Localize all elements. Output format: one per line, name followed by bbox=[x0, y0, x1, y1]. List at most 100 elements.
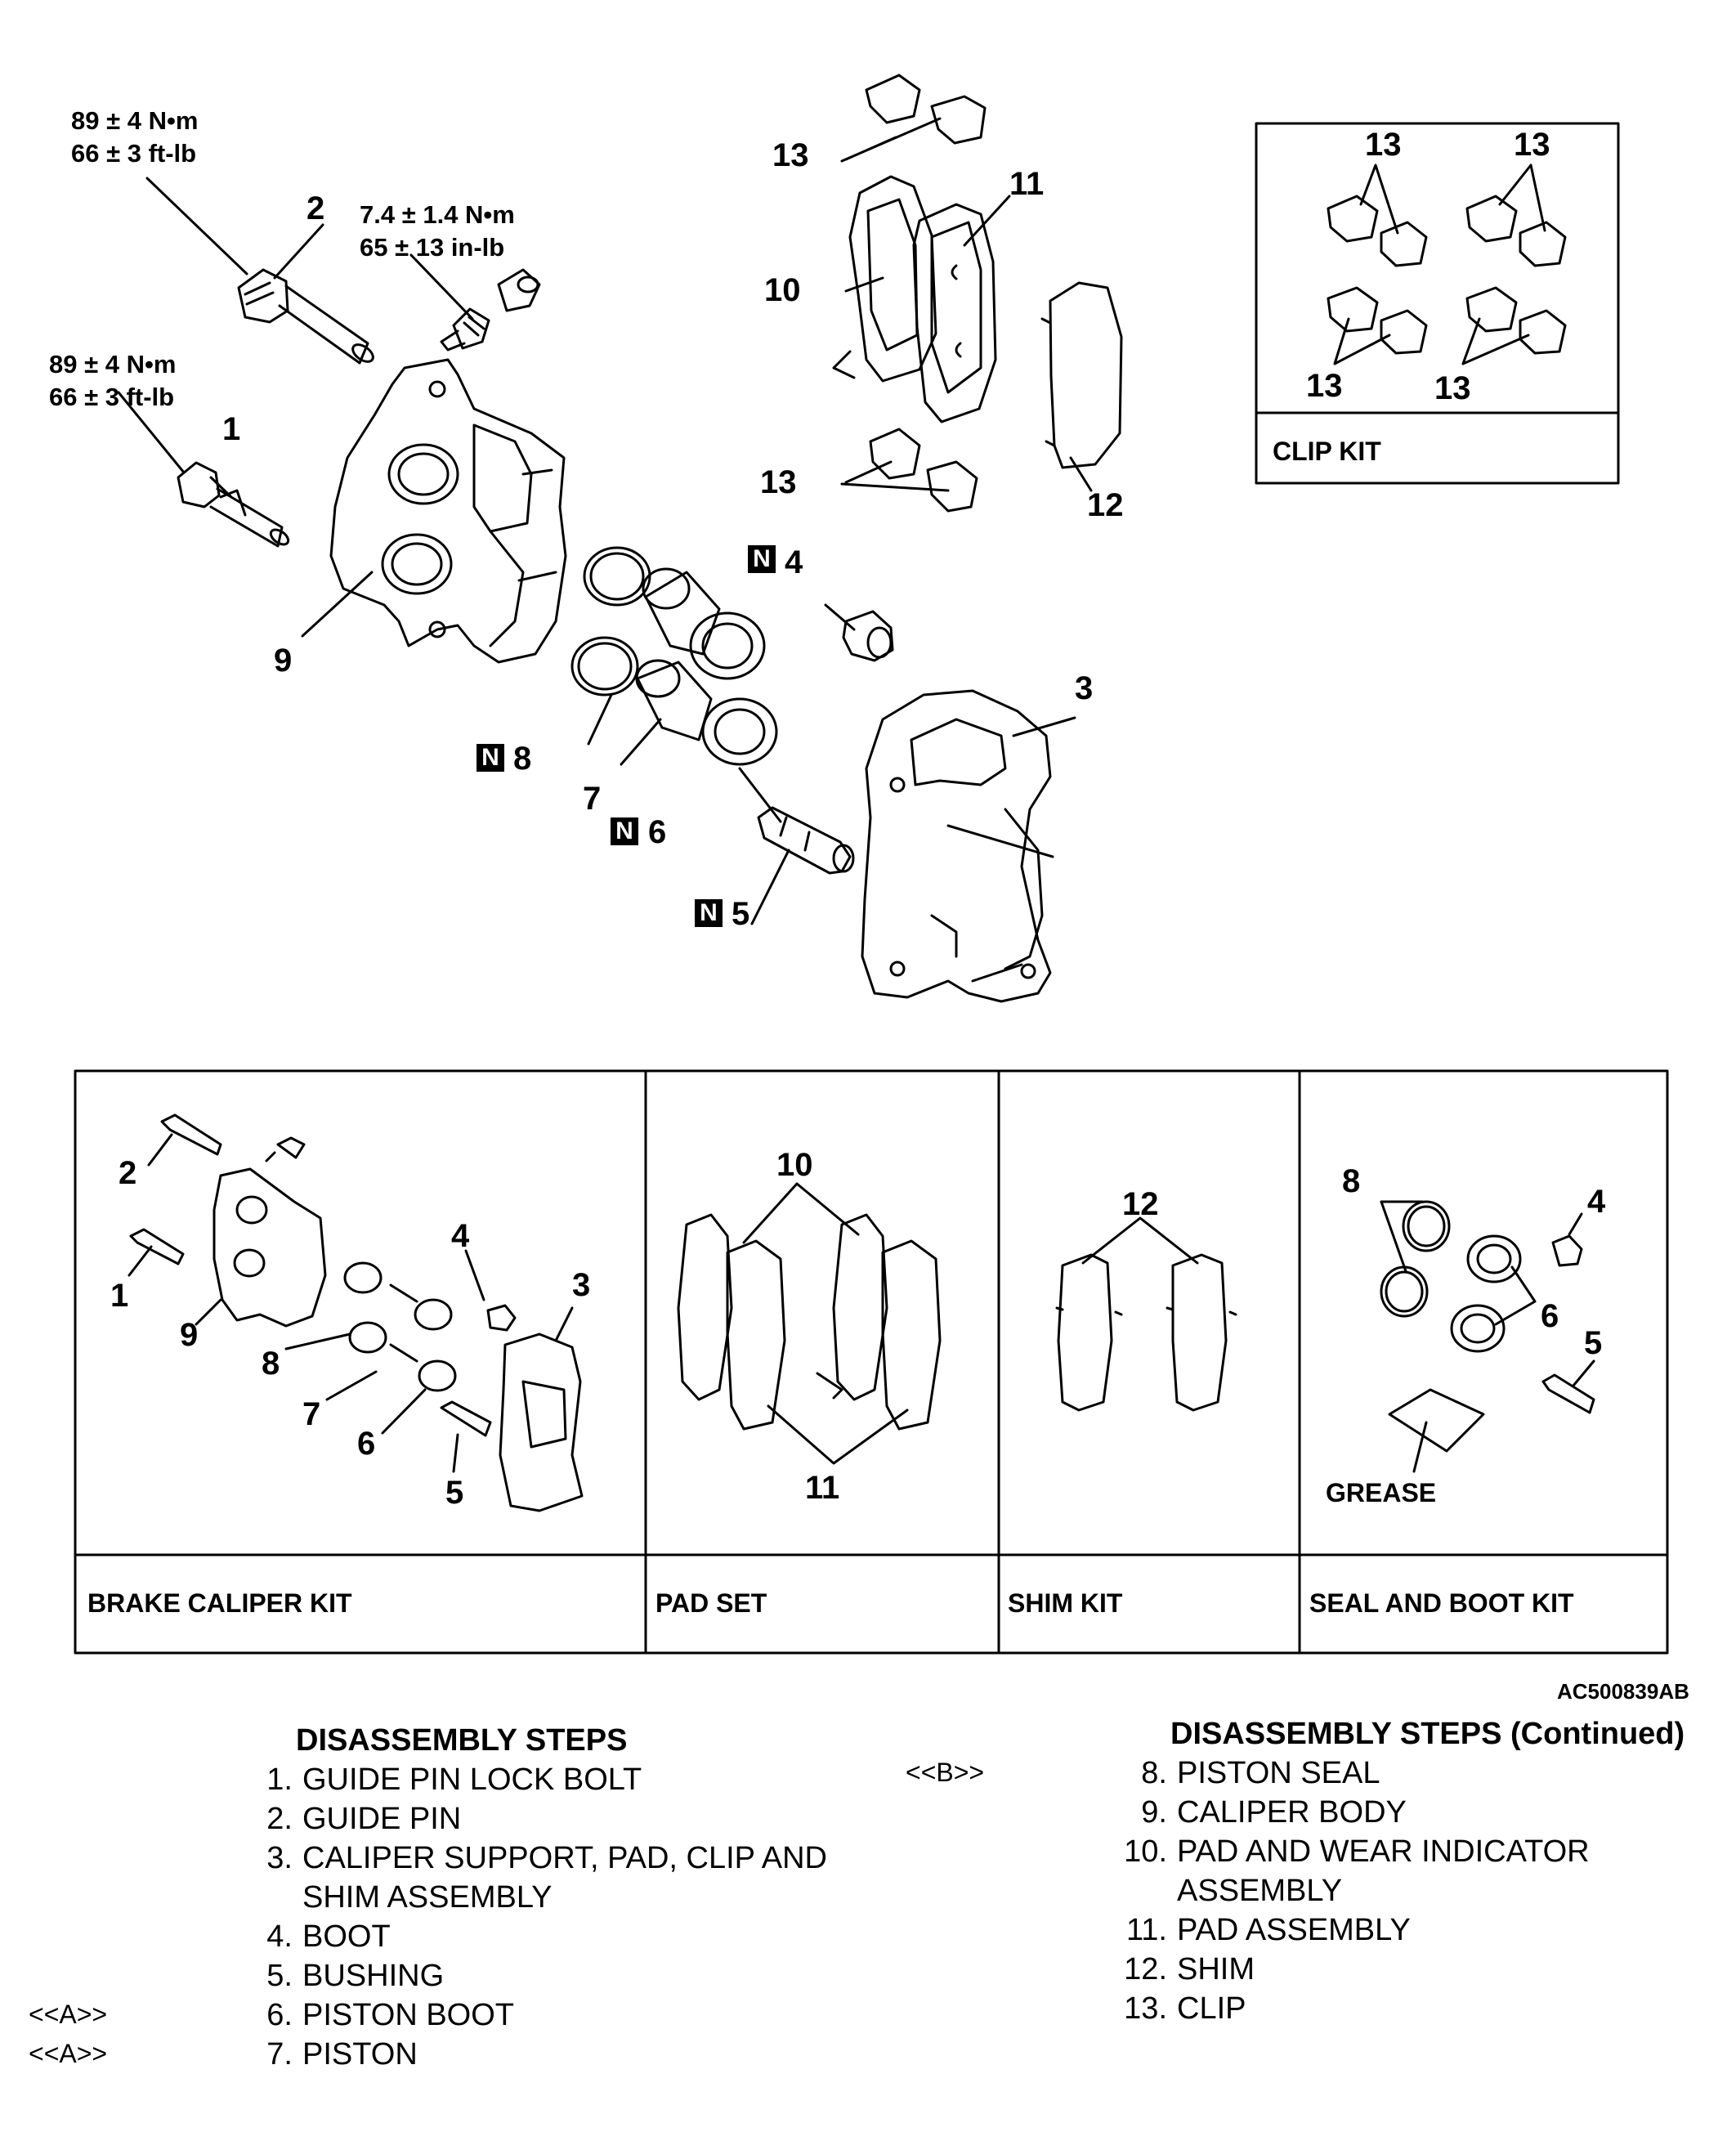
step-number: 4. bbox=[266, 1919, 293, 1954]
clip-kit-clips bbox=[1327, 163, 1567, 365]
step-item: 8. PISTON SEAL bbox=[1105, 1754, 1726, 1793]
seal-boot-kit-drawing bbox=[1380, 1200, 1595, 1473]
step-ref-piston-seal: <<B>> bbox=[906, 1758, 985, 1787]
kit-callout-7: 7 bbox=[302, 1396, 321, 1432]
callout-3: 3 bbox=[1075, 670, 1094, 706]
step-number: 6. bbox=[266, 1998, 293, 2032]
torque-ftlb: 66 ± 3 ft-lb bbox=[49, 383, 175, 411]
clips-drawing bbox=[865, 74, 987, 513]
clip-kit-label: CLIP KIT bbox=[1273, 437, 1381, 466]
callout-6: 6 bbox=[648, 814, 667, 850]
torque-nm: 89 ± 4 N•m bbox=[49, 350, 177, 378]
kit-label-brake-caliper: BRAKE CALIPER KIT bbox=[87, 1588, 352, 1618]
torque-ftlb: 66 ± 3 ft-lb bbox=[71, 139, 197, 168]
step-number: 10. bbox=[1124, 1834, 1167, 1869]
kit-callout-9: 9 bbox=[180, 1317, 199, 1353]
pad-set-callout-11: 11 bbox=[805, 1470, 840, 1506]
caliper-body-drawing bbox=[329, 358, 567, 664]
clip-kit-box bbox=[1255, 122, 1620, 485]
callout-10: 10 bbox=[764, 272, 801, 308]
figure-code: AC500839AB bbox=[1557, 1679, 1689, 1704]
step-text: BOOT bbox=[302, 1919, 391, 1954]
shim-kit-callout-12: 12 bbox=[1122, 1186, 1159, 1222]
torque-nm: 89 ± 4 N•m bbox=[71, 106, 199, 135]
clip-kit-callout-13: 13 bbox=[1514, 127, 1550, 163]
steps-left: DISASSEMBLY STEPS 1.GUIDE PIN LOCK BOLT … bbox=[230, 1721, 884, 2074]
step-item: 13. CLIP bbox=[1105, 1989, 1726, 2028]
step-number: 11. bbox=[1125, 1913, 1167, 1947]
step-text: BUSHING bbox=[302, 1959, 445, 1993]
kits-table-frame bbox=[74, 1069, 1669, 1655]
guide-pin-drawing bbox=[237, 268, 374, 365]
kit-callout-6: 6 bbox=[357, 1426, 376, 1462]
kit-callout-8: 8 bbox=[262, 1346, 280, 1382]
steps-title: DISASSEMBLY STEPS bbox=[296, 1723, 628, 1758]
clip-kit-callout-13: 13 bbox=[1434, 370, 1471, 406]
step-item: 2. GUIDE PIN bbox=[230, 1799, 884, 1839]
callout-5: 5 bbox=[732, 896, 750, 932]
step-number: 8. bbox=[1141, 1756, 1167, 1790]
kit-label-pad-set: PAD SET bbox=[655, 1588, 767, 1618]
torque-spec-lock-bolt: 89 ± 4 N•m 66 ± 3 ft-lb bbox=[49, 348, 176, 414]
step-number: 7. bbox=[266, 2037, 293, 2072]
step-text: PISTON bbox=[302, 2037, 418, 2072]
step-number: 3. bbox=[266, 1841, 293, 1875]
step-text: PAD AND WEAR INDICATOR ASSEMBLY bbox=[1177, 1834, 1590, 1908]
callout-12: 12 bbox=[1087, 487, 1124, 523]
step-number: 2. bbox=[266, 1802, 293, 1836]
new-part-badge: N bbox=[477, 744, 504, 772]
step-text: GUIDE PIN bbox=[302, 1802, 462, 1836]
step-item: 5. BUSHING bbox=[230, 1956, 884, 1995]
step-item: 10. PAD AND WEAR INDICATOR ASSEMBLY bbox=[1105, 1832, 1726, 1910]
kit-label-seal-boot: SEAL AND BOOT KIT bbox=[1309, 1588, 1574, 1618]
step-number: 1. bbox=[266, 1762, 293, 1797]
step-text: CALIPER SUPPORT, PAD, CLIP AND SHIM ASSE… bbox=[302, 1841, 827, 1915]
callout-13-top: 13 bbox=[772, 137, 809, 173]
step-number: 5. bbox=[266, 1959, 293, 1993]
callout-7: 7 bbox=[583, 781, 602, 817]
callout-4: 4 bbox=[785, 544, 803, 580]
step-item: 4. BOOT bbox=[230, 1917, 884, 1956]
boot-drawing bbox=[842, 610, 894, 662]
clip-kit-callout-13: 13 bbox=[1306, 368, 1343, 404]
step-item: 7. PISTON bbox=[230, 2035, 884, 2074]
step-text: GUIDE PIN LOCK BOLT bbox=[302, 1762, 642, 1797]
callout-2: 2 bbox=[306, 190, 325, 226]
step-text: PISTON SEAL bbox=[1177, 1756, 1380, 1790]
steps-title-continued: DISASSEMBLY STEPS (Continued) bbox=[1170, 1717, 1685, 1751]
new-part-badge: N bbox=[611, 817, 638, 845]
step-text: PAD ASSEMBLY bbox=[1177, 1913, 1411, 1947]
seal-kit-callout-6: 6 bbox=[1541, 1298, 1559, 1334]
kit-callout-2: 2 bbox=[119, 1155, 137, 1191]
step-number: 13. bbox=[1124, 1991, 1167, 2026]
step-item: 1. GUIDE PIN LOCK BOLT bbox=[230, 1760, 884, 1799]
callout-11: 11 bbox=[1009, 166, 1045, 202]
step-item: 11. PAD ASSEMBLY bbox=[1105, 1910, 1726, 1950]
lock-bolt-drawing bbox=[177, 461, 290, 548]
pad-set-callout-10: 10 bbox=[776, 1147, 813, 1183]
seal-kit-callout-8: 8 bbox=[1342, 1163, 1361, 1199]
step-text: PISTON BOOT bbox=[302, 1998, 515, 2032]
seal-kit-callout-5: 5 bbox=[1584, 1325, 1603, 1361]
kit-label-shim-kit: SHIM KIT bbox=[1008, 1588, 1123, 1618]
caliper-support-drawing bbox=[861, 689, 1052, 1003]
callout-8: 8 bbox=[513, 741, 532, 777]
step-item: 12.SHIM bbox=[1105, 1950, 1726, 1989]
torque-nm: 7.4 ± 1.4 N•m bbox=[360, 200, 515, 229]
step-ref-piston-boot: <<A>> bbox=[29, 2000, 108, 2029]
step-number: 9. bbox=[1141, 1795, 1167, 1830]
callout-1: 1 bbox=[222, 411, 241, 447]
kit-callout-4: 4 bbox=[451, 1218, 470, 1254]
torque-spec-bleeder: 7.4 ± 1.4 N•m 65 ± 13 in-lb bbox=[360, 199, 515, 264]
step-ref-piston: <<A>> bbox=[29, 2039, 108, 2068]
step-text: CALIPER BODY bbox=[1177, 1795, 1407, 1830]
shim-kit-drawing bbox=[1055, 1216, 1237, 1412]
step-text: CLIP bbox=[1177, 1991, 1246, 2026]
step-item: 3. CALIPER SUPPORT, PAD, CLIP AND SHIM AS… bbox=[230, 1839, 884, 1917]
bleeder-screw-drawing bbox=[440, 268, 541, 352]
kit-callout-1: 1 bbox=[110, 1278, 129, 1314]
new-part-badge: N bbox=[695, 899, 723, 927]
clip-kit-callout-13: 13 bbox=[1365, 127, 1402, 163]
pad-set-drawing bbox=[677, 1182, 942, 1465]
